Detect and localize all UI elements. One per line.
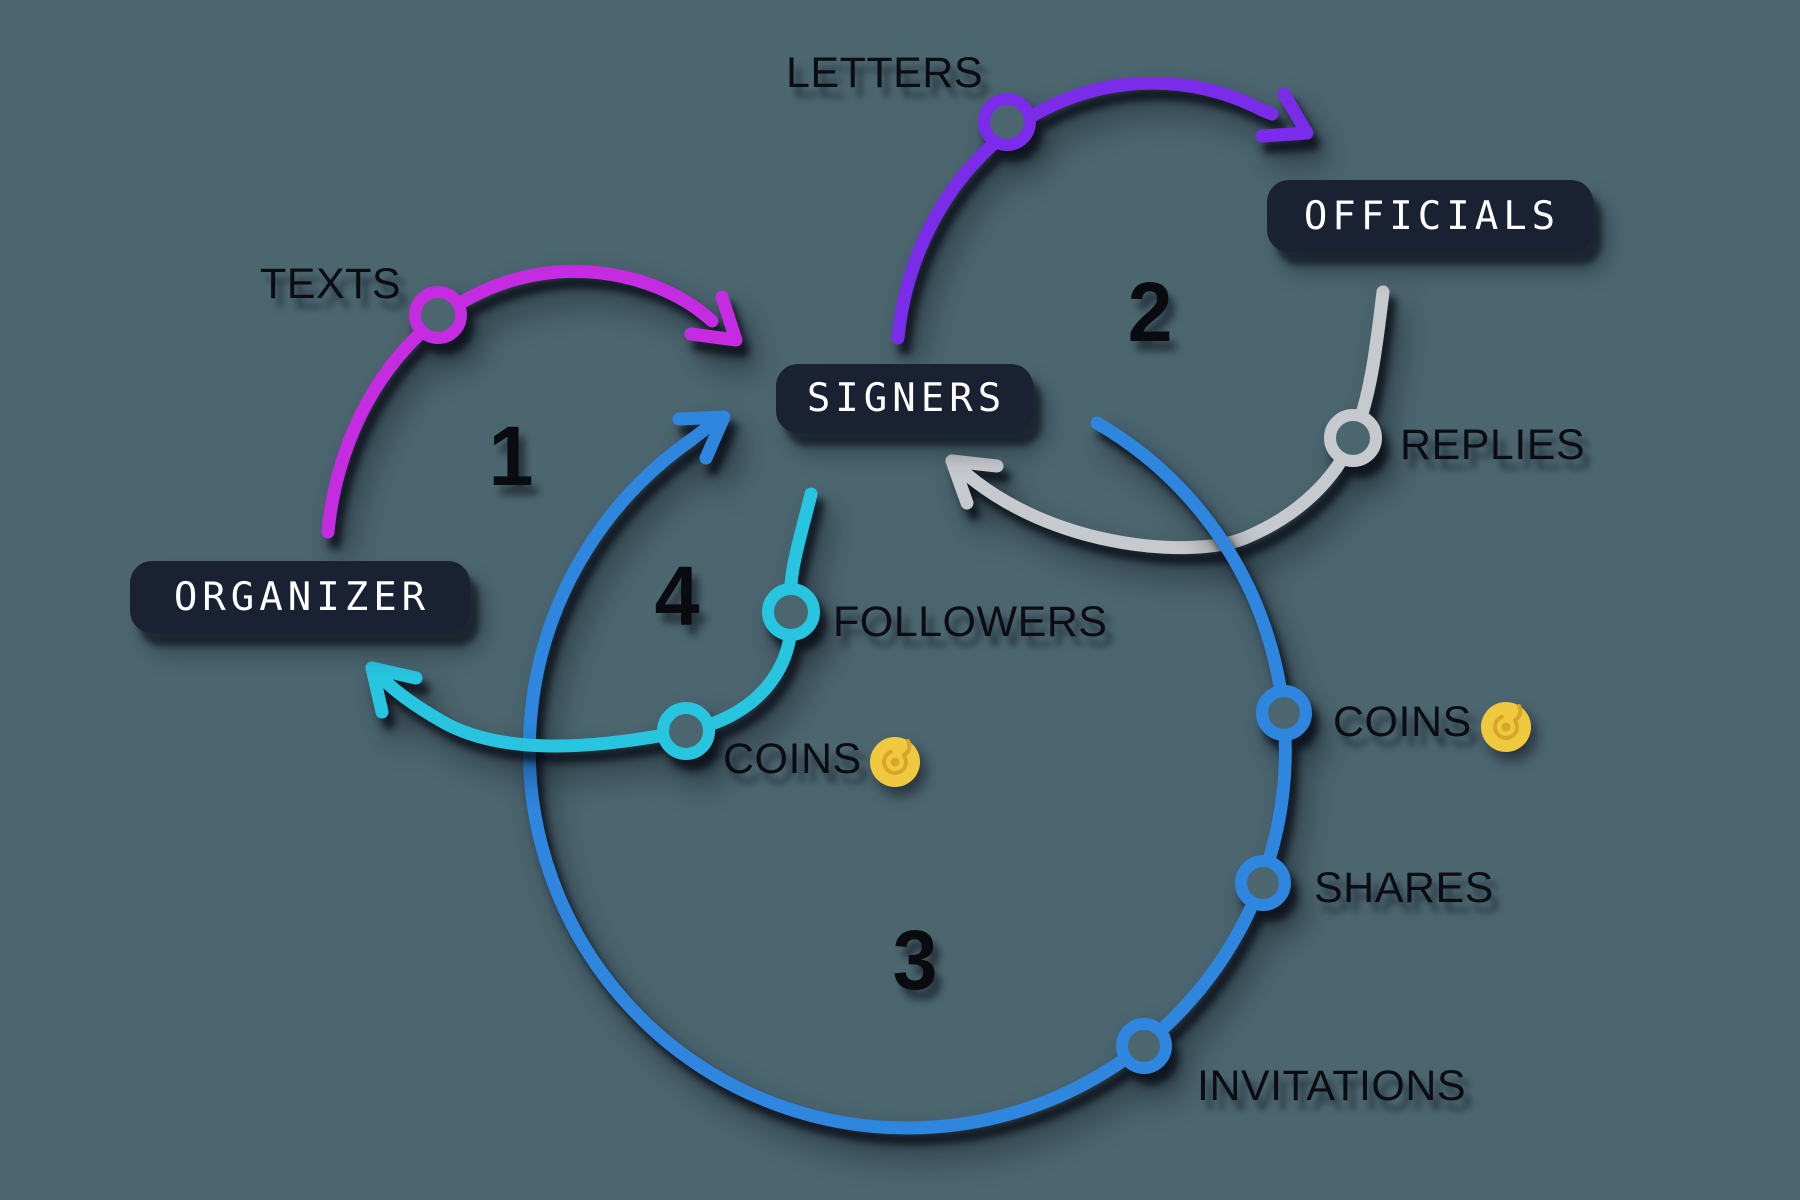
step-1-number: 1 (488, 409, 534, 503)
step-3-number: 3 (892, 913, 938, 1007)
coin-icon (1481, 702, 1531, 752)
officials-badge-label: OFFICIALS (1303, 193, 1561, 239)
coins-step3-label: COINS (1333, 698, 1472, 746)
organizer-badge: ORGANIZER (130, 561, 470, 633)
replies-arc (945, 285, 1390, 555)
coin-tail (1513, 704, 1523, 722)
texts-arc (321, 264, 743, 539)
replies-label: REPLIES (1400, 421, 1586, 469)
letters-label: LETTERS (786, 49, 984, 97)
texts-arrowhead-icon (684, 290, 743, 347)
followers-node (762, 583, 820, 641)
texts-node (409, 286, 467, 344)
officials-badge: OFFICIALS (1267, 180, 1593, 252)
letters-node (978, 93, 1036, 151)
coin-tail (902, 739, 912, 757)
step3-arrowhead-icon (672, 410, 731, 465)
coin-dot (890, 757, 900, 767)
coins-step3-node (1256, 685, 1312, 741)
coin-icon (870, 737, 920, 787)
step-2-number: 2 (1127, 265, 1173, 359)
shares-label: SHARES (1314, 864, 1494, 912)
step3-loop-path (522, 414, 1292, 1135)
step4-arc (365, 487, 820, 760)
invitations-node (1116, 1018, 1172, 1074)
texts-label: TEXTS (260, 260, 402, 308)
step3-loop-arc (522, 410, 1312, 1135)
letters-arc (891, 76, 1314, 345)
signers-badge: SIGNERS (776, 364, 1033, 433)
coins-step4-label: COINS (723, 735, 862, 783)
step4-arrowhead-icon (365, 661, 423, 719)
replies-arrowhead-icon (945, 454, 1004, 510)
letters-arc-path (891, 76, 1279, 345)
texts-arc-path (321, 264, 719, 539)
coin-dot (1501, 722, 1511, 732)
signers-badge-label: SIGNERS (806, 376, 1007, 421)
shares-node (1235, 855, 1291, 911)
replies-arc-path (945, 285, 1390, 555)
replies-node (1324, 409, 1382, 467)
followers-label: FOLLOWERS (833, 598, 1108, 646)
letters-arrowhead-icon (1255, 87, 1314, 143)
organizer-badge-label: ORGANIZER (173, 574, 431, 620)
coins-step4-node (657, 702, 715, 760)
invitations-label: INVITATIONS (1197, 1062, 1467, 1110)
step-4-number: 4 (654, 549, 700, 643)
